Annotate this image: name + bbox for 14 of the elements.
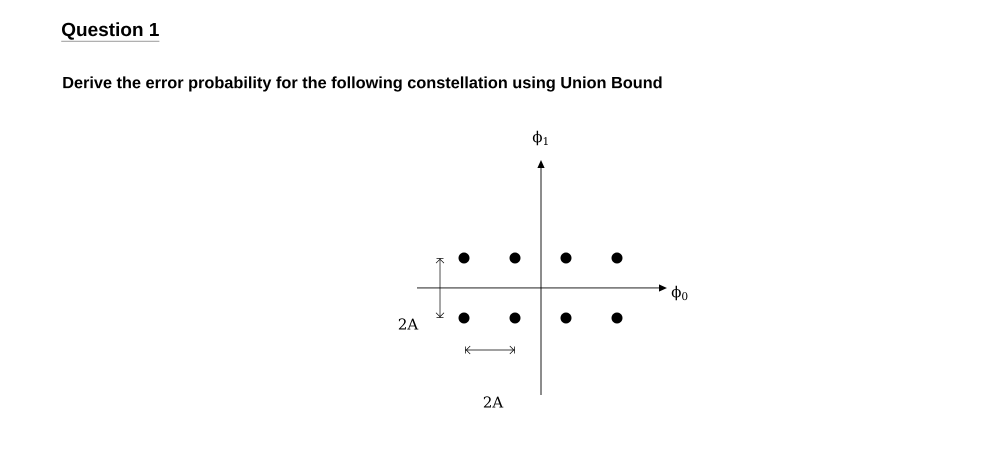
constellation-point — [510, 252, 520, 264]
constellation-point — [612, 312, 622, 324]
dimension-label: 2A — [398, 318, 418, 330]
constellation-point — [560, 312, 572, 324]
axis-label: ϕ$_{1}$ — [532, 130, 548, 146]
constellation-point — [458, 312, 470, 324]
heading: Question 1 — [61, 22, 160, 42]
dimension-label: 2A — [484, 396, 504, 408]
axis-label: ϕ$_{0}$ — [672, 286, 688, 300]
question-text: Derive the error probability for the following constellation using Union Bound — [63, 76, 662, 92]
constellation-point — [612, 252, 622, 264]
constellation-point — [510, 312, 520, 324]
constellation-point — [560, 252, 572, 264]
constellation-point — [458, 252, 470, 264]
